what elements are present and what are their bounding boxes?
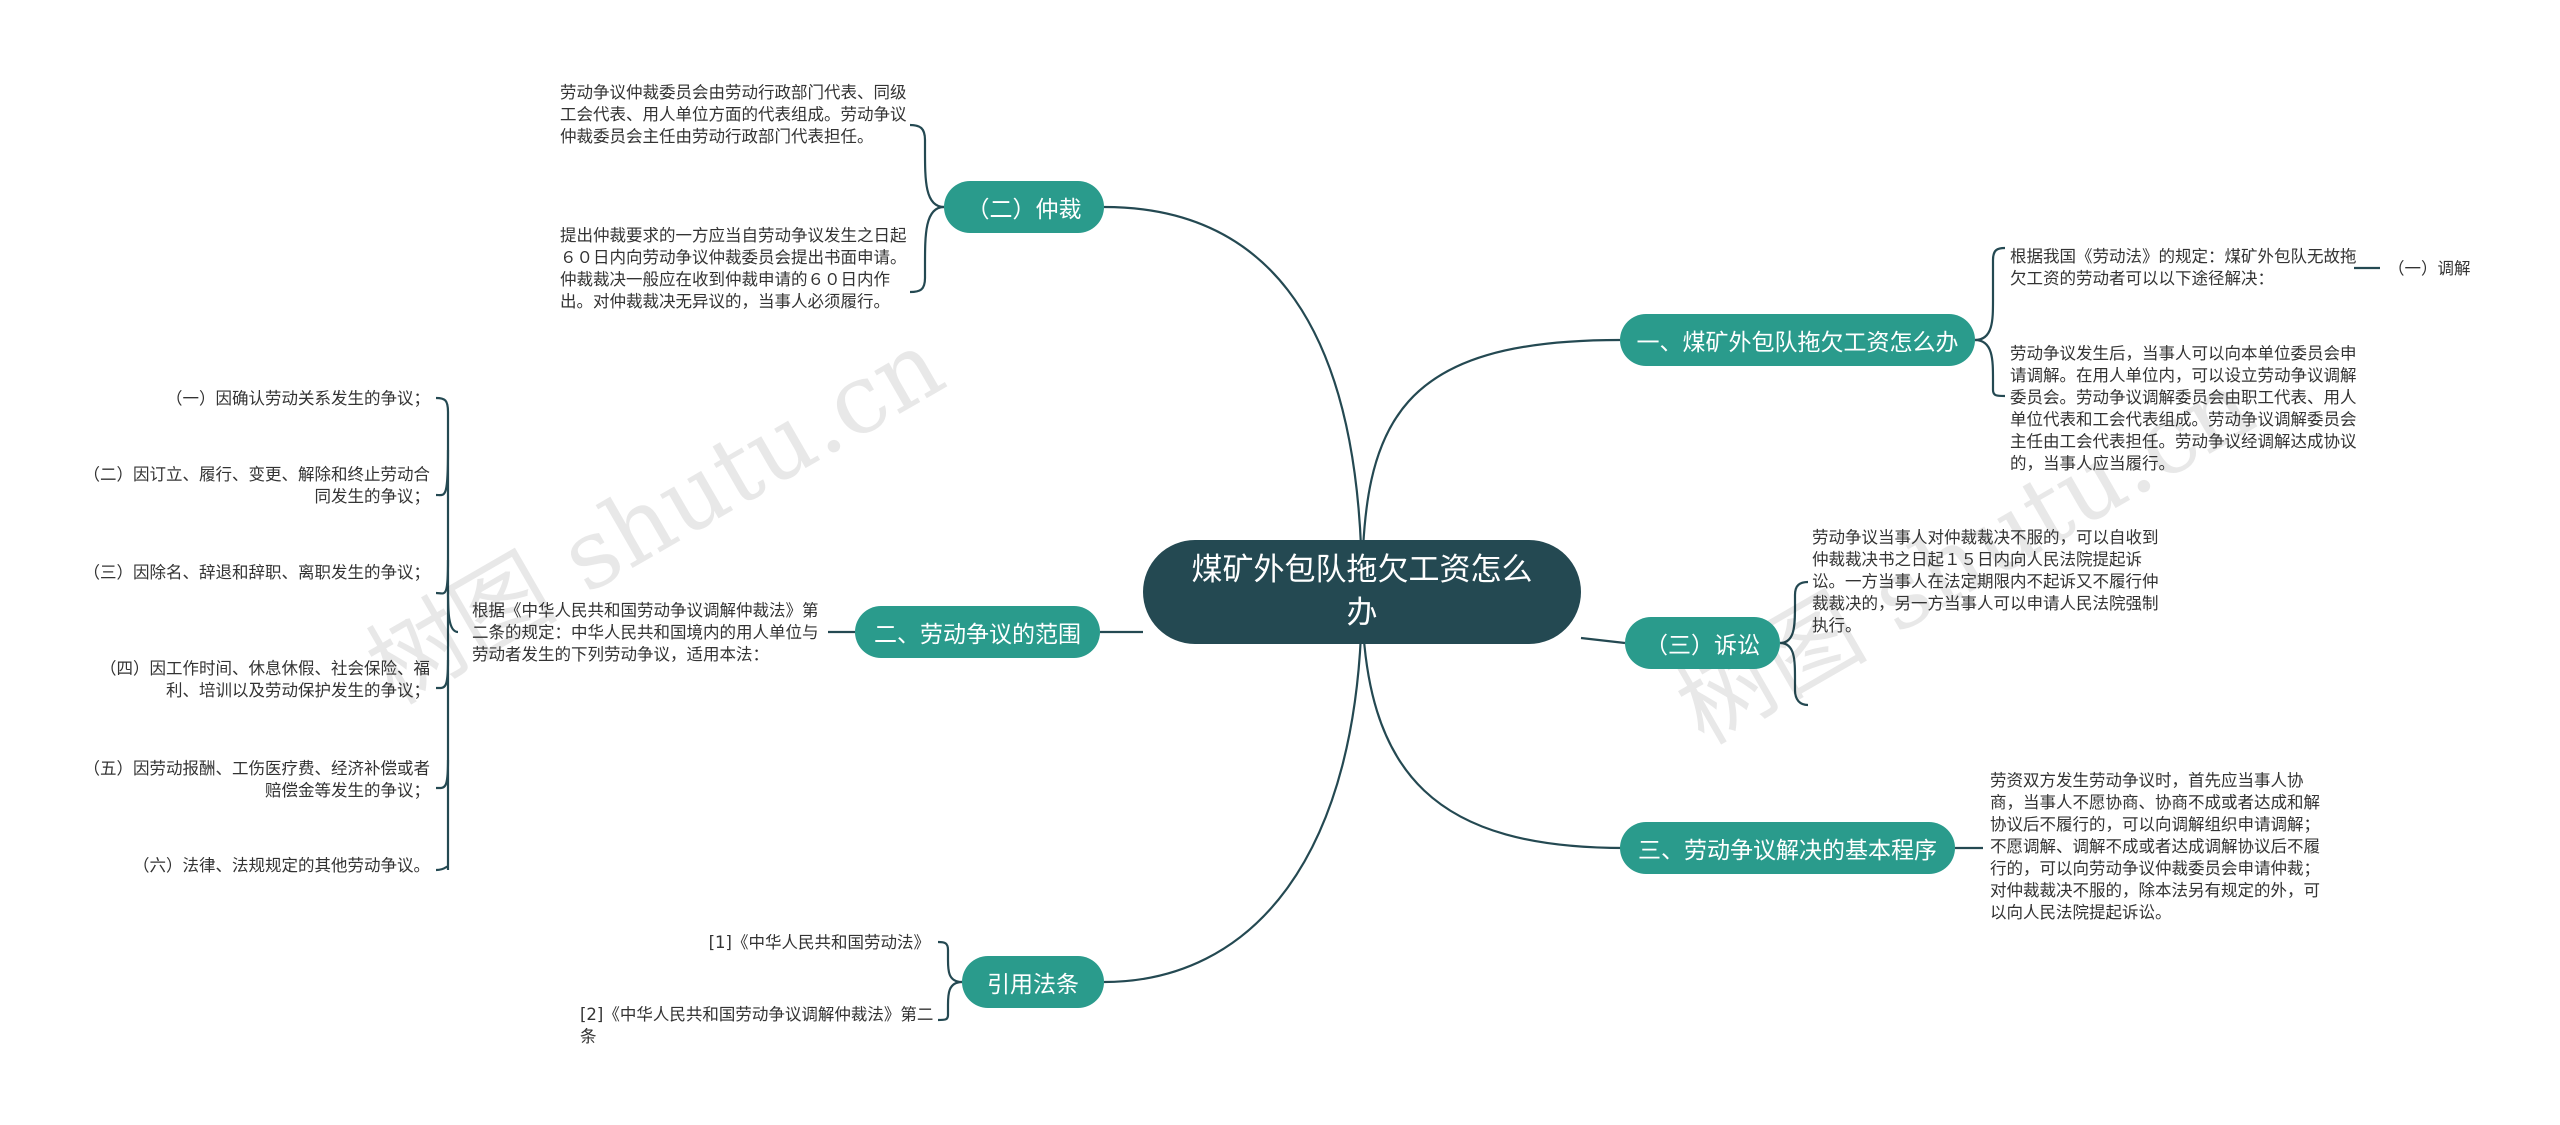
scope-intro: 根据《中华人民共和国劳动争议调解仲裁法》第二条的规定：中华人民共和国境内的用人单… bbox=[472, 601, 819, 664]
root-topic[interactable]: 煤矿外包队拖欠工资怎么办 bbox=[1143, 540, 1581, 644]
litigation-note: 劳动争议当事人对仲裁裁决不服的，可以自收到仲裁裁决书之日起１５日内向人民法院提起… bbox=[1812, 528, 2159, 635]
branch-procedure[interactable]: 三、劳动争议解决的基本程序 bbox=[1620, 822, 1955, 874]
branch-scope[interactable]: 二、劳动争议的范围 bbox=[855, 606, 1100, 658]
procedure-note: 劳资双方发生劳动争议时，首先应当事人协商，当事人不愿协商、协商不成或者达成和解协… bbox=[1990, 771, 2320, 922]
scope-item-4: （四）因工作时间、休息休假、社会保险、福利、培训以及劳动保护发生的争议； bbox=[100, 659, 430, 700]
branch-arbitration[interactable]: （二）仲裁 bbox=[944, 181, 1104, 233]
arbitration-note-1: 劳动争议仲裁委员会由劳动行政部门代表、同级工会代表、用人单位方面的代表组成。劳动… bbox=[560, 83, 907, 146]
reference-1: [1]《中华人民共和国劳动法》 bbox=[708, 933, 930, 952]
how-note-1-child: （一）调解 bbox=[2388, 259, 2471, 278]
scope-item-2: （二）因订立、履行、变更、解除和终止劳动合同发生的争议； bbox=[83, 465, 431, 506]
how-note-2: 劳动争议发生后，当事人可以向本单位委员会申请调解。在用人单位内，可以设立劳动争议… bbox=[2010, 344, 2357, 473]
branch-litigation[interactable]: （三）诉讼 bbox=[1625, 617, 1780, 669]
branch-how[interactable]: 一、煤矿外包队拖欠工资怎么办 bbox=[1620, 314, 1975, 366]
arbitration-note-2: 提出仲裁要求的一方应当自劳动争议发生之日起６０日内向劳动争议仲裁委员会提出书面申… bbox=[560, 226, 907, 311]
reference-2: [2]《中华人民共和国劳动争议调解仲裁法》第二条 bbox=[580, 1005, 934, 1046]
how-note-1: 根据我国《劳动法》的规定：煤矿外包队无故拖欠工资的劳动者可以以下途径解决： bbox=[2010, 247, 2357, 288]
branch-references[interactable]: 引用法条 bbox=[962, 956, 1104, 1008]
scope-item-1: （一）因确认劳动关系发生的争议； bbox=[166, 389, 430, 408]
scope-item-5: （五）因劳动报酬、工伤医疗费、经济补偿或者赔偿金等发生的争议； bbox=[83, 759, 431, 800]
scope-item-3: （三）因除名、辞退和辞职、离职发生的争议； bbox=[83, 563, 431, 582]
scope-item-6: （六）法律、法规规定的其他劳动争议。 bbox=[133, 856, 430, 875]
